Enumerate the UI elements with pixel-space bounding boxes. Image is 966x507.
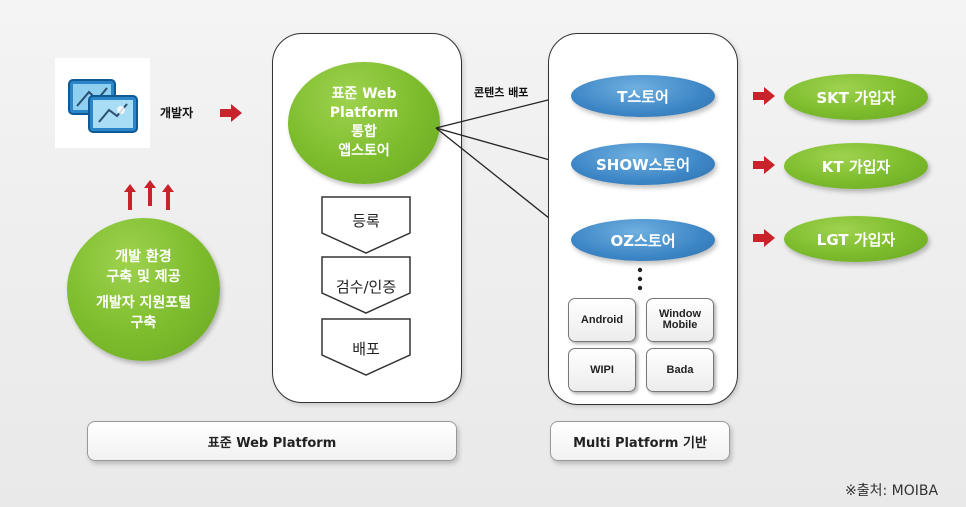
distribution-arrows (435, 93, 566, 231)
appstore-line3: 통합 (351, 124, 377, 140)
developer-support-circle: 개발 환경 구축 및 제공 개발자 지원포털 구축 (67, 218, 220, 361)
step-distribute: 배포 (320, 318, 412, 376)
more-dots-icon (637, 267, 643, 291)
subscriber-skt: SKT 가입자 (784, 74, 928, 120)
step-verify: 검수/인증 (320, 256, 412, 314)
integrated-appstore-circle: 표준 Web Platform 통합 앱스토어 (288, 62, 440, 184)
source-credit: ※출처: MOIBA (845, 483, 939, 499)
up-arrows-icon (124, 180, 174, 210)
platform-windows-mobile-label: Window Mobile (658, 308, 702, 331)
web-platform-bar: 표준 Web Platform (87, 421, 457, 461)
subscriber-lgt: LGT 가입자 (784, 216, 928, 262)
dev-support-line4: 구축 (130, 314, 157, 331)
subscriber-kt: KT 가입자 (784, 143, 928, 189)
appstore-line4: 앱스토어 (338, 143, 390, 159)
red-arrow-icon (753, 156, 775, 174)
developer-icon (55, 58, 150, 148)
store-t: T스토어 (571, 75, 715, 117)
dev-support-line1: 개발 환경 (115, 248, 172, 265)
step-register: 등록 (320, 196, 412, 254)
appstore-line1: 표준 Web (331, 86, 397, 102)
platform-windows-mobile: Window Mobile (646, 298, 714, 342)
red-arrow-icon (753, 229, 775, 247)
platform-android: Android (568, 298, 636, 342)
step-distribute-label: 배포 (352, 340, 380, 358)
dev-support-line2: 구축 및 제공 (106, 268, 181, 285)
platform-wipi: WIPI (568, 348, 636, 392)
platform-bada: Bada (646, 348, 714, 392)
store-oz: OZ스토어 (571, 219, 715, 261)
distribution-label: 콘텐츠 배포 (474, 86, 529, 99)
store-show: SHOW스토어 (571, 143, 715, 185)
red-arrow-icon (753, 87, 775, 105)
appstore-line2: Platform (329, 105, 399, 121)
red-arrow-icon (220, 104, 242, 122)
developer-label: 개발자 (160, 106, 194, 120)
step-register-label: 등록 (352, 212, 380, 230)
multi-platform-bar: Multi Platform 기반 (550, 421, 730, 461)
step-verify-label: 검수/인증 (335, 278, 397, 296)
dev-support-line3: 개발자 지원포털 (95, 294, 192, 311)
